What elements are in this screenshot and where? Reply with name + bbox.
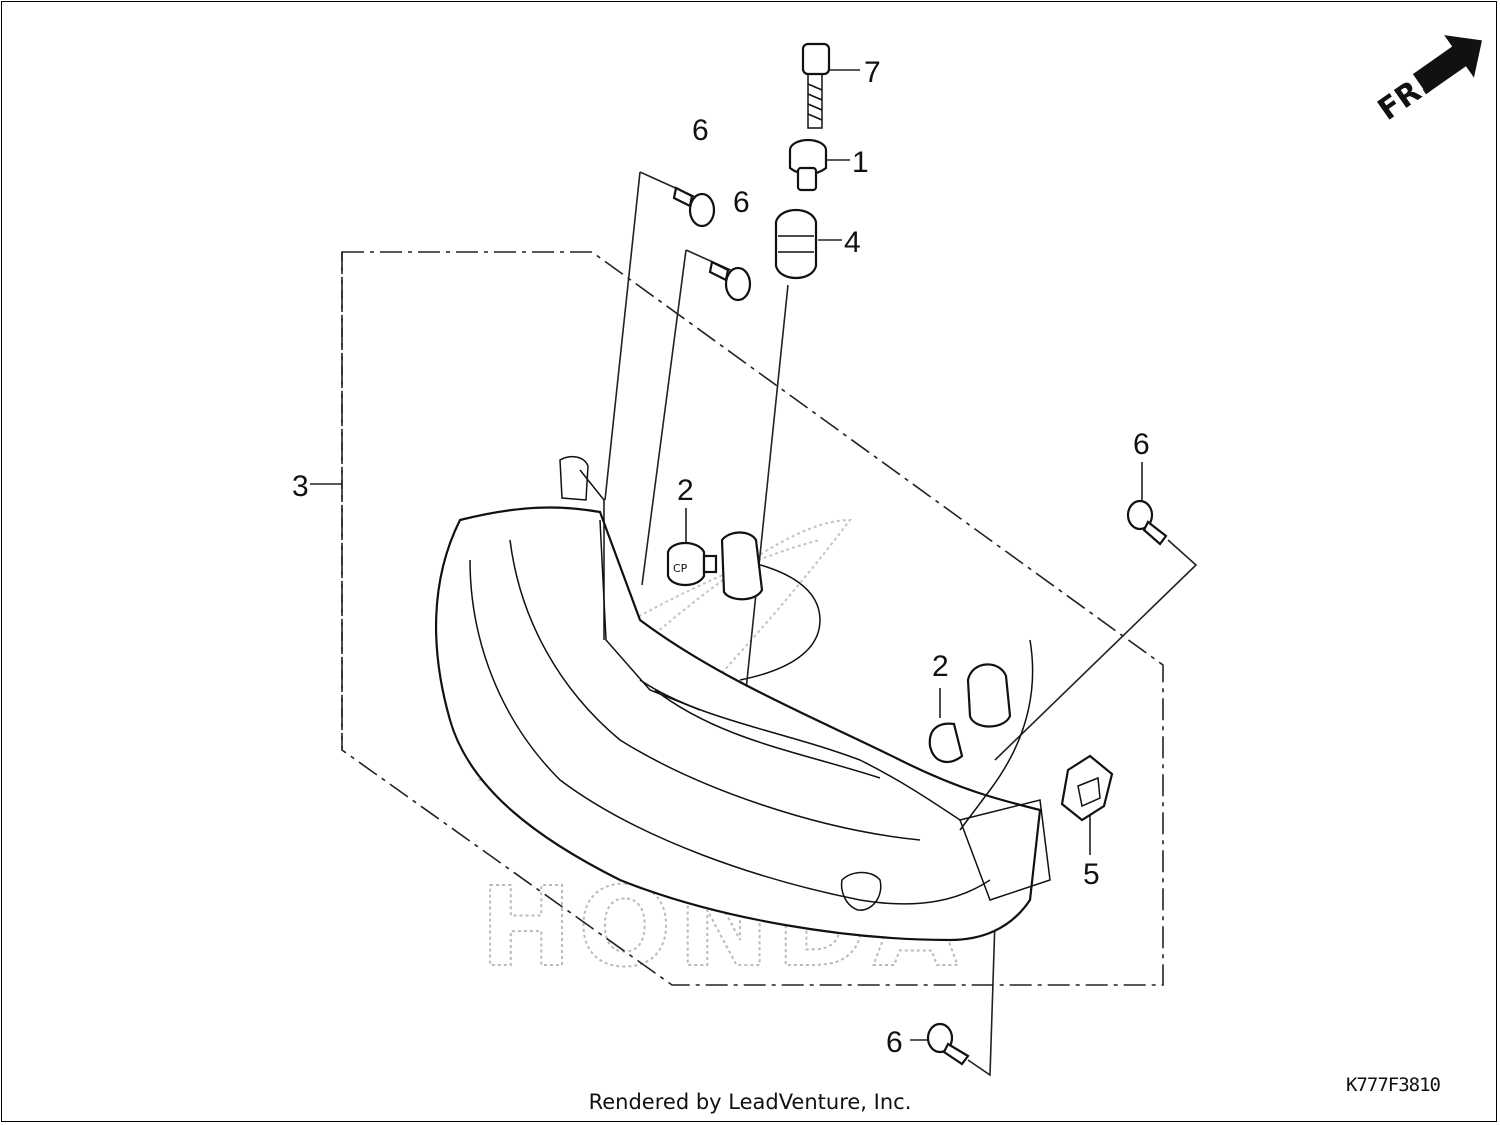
screw-part-6-c bbox=[1126, 499, 1168, 546]
callout-5: 5 bbox=[1083, 858, 1100, 891]
bulb-part-2-b bbox=[928, 722, 964, 764]
bolt-part-7 bbox=[801, 42, 831, 129]
callout-4: 4 bbox=[844, 226, 861, 259]
leader-lines bbox=[310, 69, 1198, 1077]
callout-7: 7 bbox=[864, 56, 881, 89]
callout-6-mid-left: 6 bbox=[733, 186, 750, 219]
assembly-bracket bbox=[341, 251, 1164, 986]
callout-6-bottom: 6 bbox=[886, 1026, 903, 1059]
callout-1: 1 bbox=[852, 146, 869, 179]
callout-6-right: 6 bbox=[1133, 428, 1150, 461]
bulb-marking: CP bbox=[673, 562, 688, 575]
diagram-code: K777F3810 bbox=[1346, 1074, 1441, 1096]
callout-6-top-left: 6 bbox=[692, 114, 709, 147]
screw-part-6-d bbox=[926, 1022, 970, 1066]
screw-part-6-a bbox=[672, 186, 716, 228]
callout-2-right: 2 bbox=[932, 650, 949, 683]
collar-part-1 bbox=[788, 138, 828, 192]
front-direction-arrow: FR. bbox=[1372, 35, 1482, 128]
footer-credit: Rendered by LeadVenture, Inc. bbox=[588, 1090, 912, 1114]
grommet-part-4 bbox=[774, 209, 818, 279]
callout-2-left: 2 bbox=[677, 474, 694, 507]
bulb-part-2-a: CP bbox=[666, 541, 718, 587]
callout-3: 3 bbox=[292, 470, 309, 503]
screw-part-6-b bbox=[708, 260, 752, 302]
socket-part-5 bbox=[1060, 754, 1114, 822]
headlight-assembly-part-3 bbox=[434, 455, 1051, 942]
